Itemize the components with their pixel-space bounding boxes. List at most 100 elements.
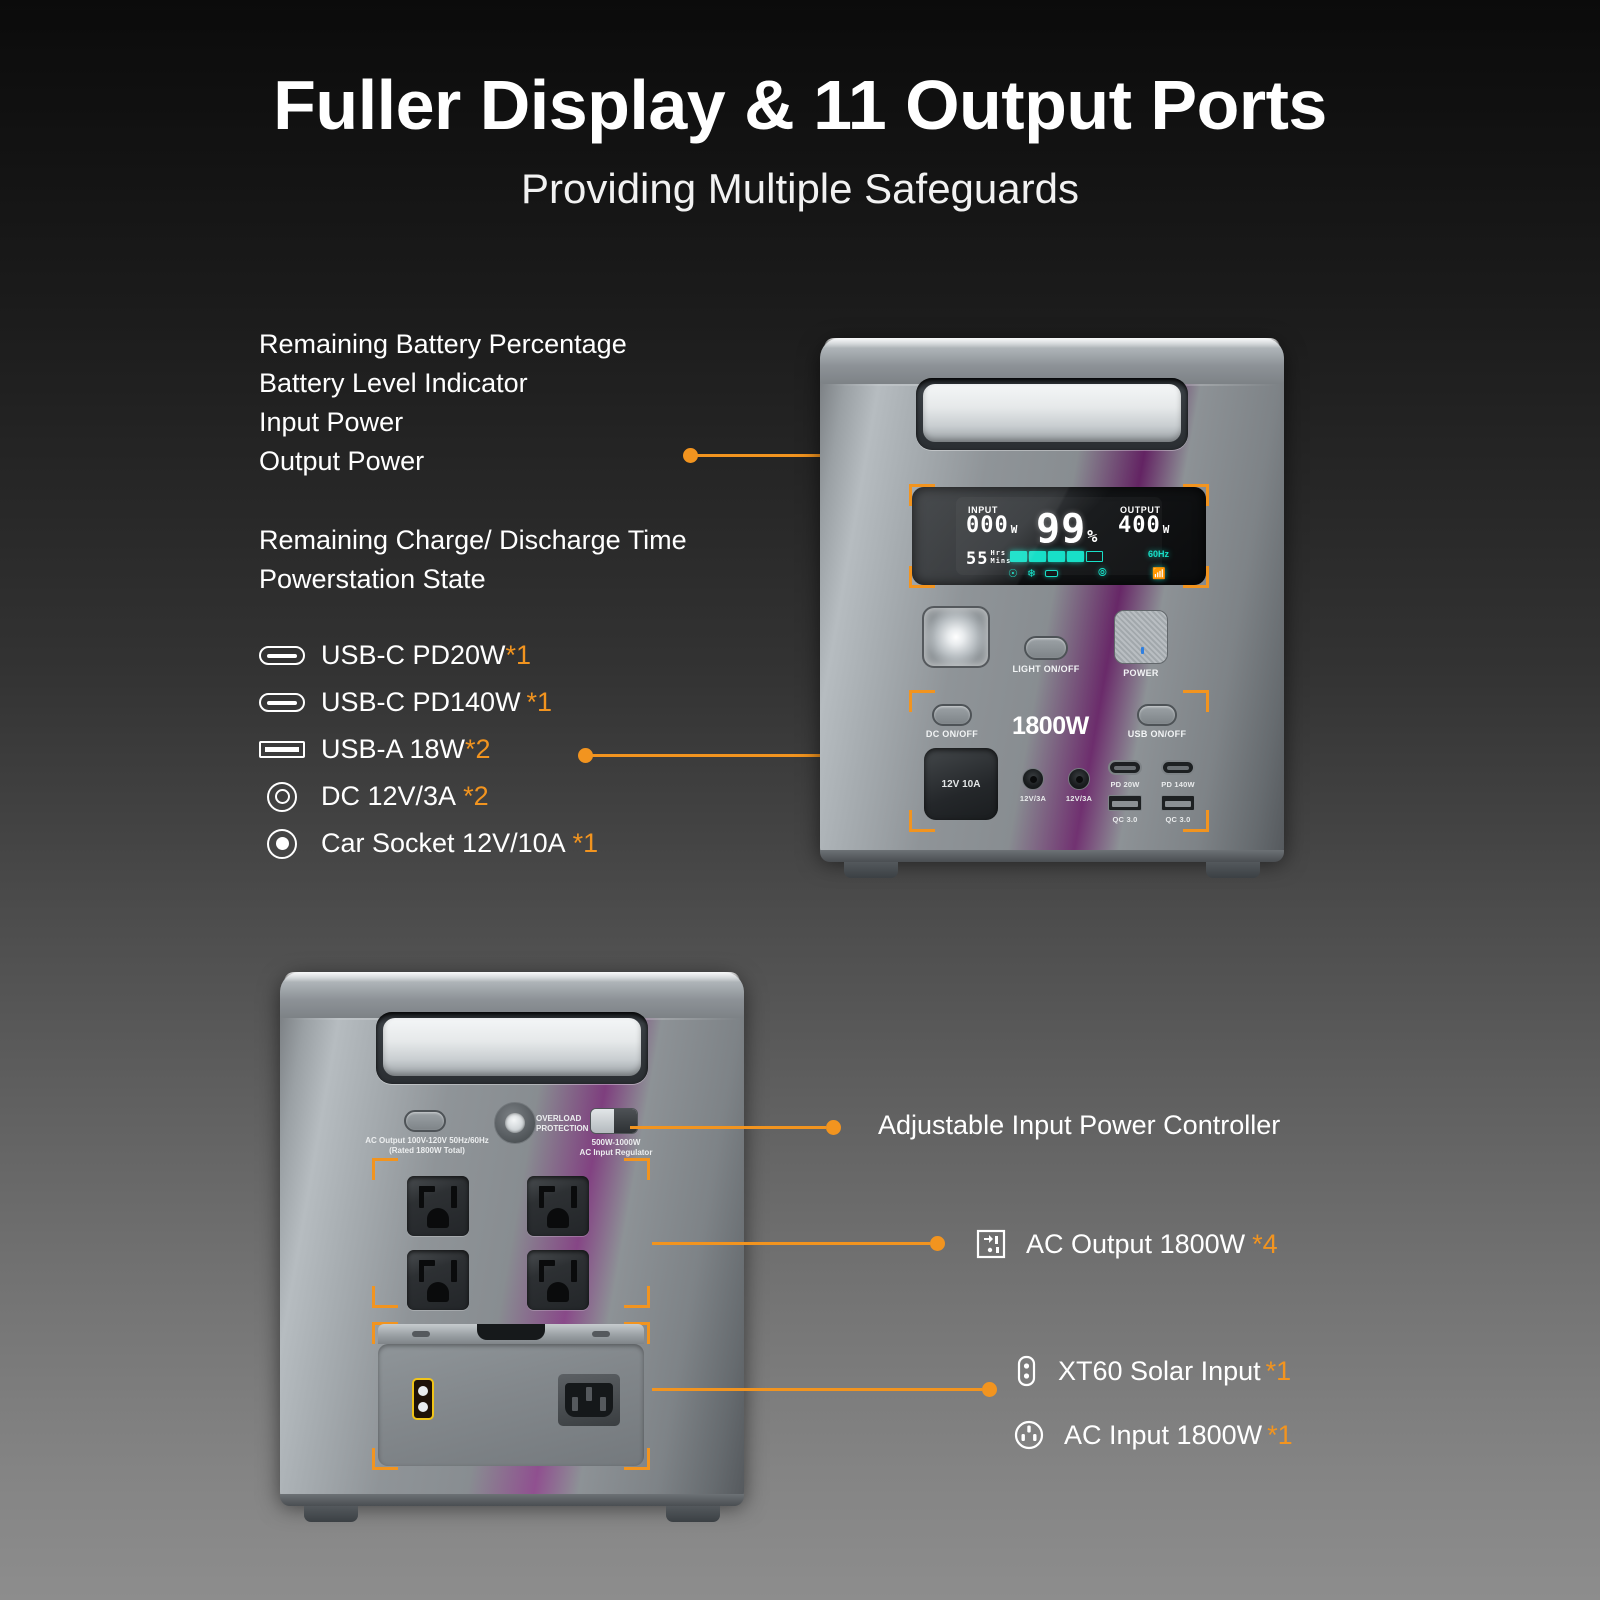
- callout-powerstation-state: Powerstation State: [259, 564, 486, 594]
- car-socket-icon: [259, 828, 321, 859]
- lcd-input-value-group: 000 W: [966, 515, 1018, 537]
- ac-outlet-2[interactable]: [527, 1176, 589, 1236]
- list-item: USB-C PD140W *1: [259, 679, 598, 726]
- bluetooth-icon: 📶: [1152, 567, 1166, 580]
- callout-adjustable-input-controller: Adjustable Input Power Controller: [878, 1110, 1280, 1141]
- dc-onoff-button[interactable]: [932, 704, 972, 726]
- ac-outlet-1[interactable]: [407, 1176, 469, 1236]
- usb-a-icon: [259, 741, 321, 758]
- fan-icon: ☉: [1008, 567, 1018, 580]
- port-label: USB-C PD140W: [321, 687, 521, 717]
- dc-jack-1-label: 12V/3A: [1019, 794, 1047, 803]
- port-label: DC 12V/3A: [321, 781, 457, 811]
- usba-qc30-port-1[interactable]: [1108, 795, 1142, 811]
- lcd-frequency: 60Hz: [1148, 549, 1169, 559]
- power-button[interactable]: [1114, 610, 1168, 664]
- carry-handle[interactable]: [383, 1018, 641, 1076]
- lcd-input-value: 000: [966, 515, 1009, 537]
- light-toggle-button[interactable]: [1024, 636, 1068, 660]
- port-quantity: *1: [505, 640, 532, 670]
- ac-input-regulator-toggle[interactable]: [590, 1108, 638, 1134]
- usba-qc30-port-2[interactable]: [1161, 795, 1195, 811]
- list-item: USB-A 18W *2: [259, 726, 598, 773]
- dc-jack-1[interactable]: [1022, 768, 1044, 790]
- callout-quantity: *1: [1265, 1355, 1292, 1386]
- overload-protection-button[interactable]: [494, 1102, 536, 1144]
- front-unit: INPUT 000 W 99 % OUTPUT 400 W 55 Hrs: [812, 316, 1292, 896]
- lcd-input-unit: W: [1011, 523, 1019, 536]
- display-callout-group-2: Remaining Charge/ Discharge Time Powerst…: [259, 521, 687, 599]
- ac-input-port[interactable]: [558, 1374, 620, 1426]
- callout-ac-output: AC Output 1800W *4: [972, 1225, 1278, 1263]
- leader-dot: [826, 1120, 841, 1135]
- usbc-pd20w-port[interactable]: [1108, 760, 1142, 775]
- callout-input-power: Input Power: [259, 407, 404, 437]
- list-item: USB-C PD20W *1: [259, 632, 598, 679]
- lcd-input-label: INPUT: [968, 505, 998, 515]
- ac-output-rating-line1: AC Output 100V-120V 50Hz/60Hz: [365, 1136, 489, 1145]
- callout-quantity: *1: [1267, 1419, 1293, 1450]
- display-callout-group-1: Remaining Battery Percentage Battery Lev…: [259, 325, 627, 481]
- power-led: [1141, 647, 1144, 654]
- xt60-input-port[interactable]: [412, 1378, 434, 1420]
- list-item: DC 12V/3A *2: [259, 773, 598, 820]
- callout-quantity: *4: [1252, 1228, 1278, 1259]
- car-socket-port[interactable]: 12V 10A: [924, 748, 998, 820]
- port-quantity: *2: [463, 781, 489, 811]
- usbc-pd20w-label: PD 20W: [1110, 780, 1140, 789]
- light-button-label: LIGHT ON/OFF: [1012, 664, 1080, 674]
- ac-outlet-4[interactable]: [527, 1250, 589, 1310]
- port-quantity: *1: [526, 687, 553, 717]
- led-light-panel: [922, 606, 990, 668]
- lcd-percent-value: 99: [1036, 509, 1086, 549]
- usb-onoff-button[interactable]: [1137, 704, 1177, 726]
- foot-right: [1206, 858, 1260, 878]
- dc-jack-2[interactable]: [1068, 768, 1090, 790]
- leader-dot: [930, 1236, 945, 1251]
- lcd-status-icons: ☉ ❄: [1008, 567, 1059, 580]
- lcd-display: INPUT 000 W 99 % OUTPUT 400 W 55 Hrs: [912, 487, 1206, 585]
- usb-onoff-label: USB ON/OFF: [1127, 729, 1187, 739]
- rear-unit: AC Output 100V-120V 50Hz/60Hz (Rated 180…: [272, 950, 752, 1550]
- lcd-percent-group: 99 %: [1036, 509, 1098, 549]
- callout-xt60-solar-input: XT60 Solar Input *1: [1010, 1352, 1291, 1390]
- usbc-pd140w-label: PD 140W: [1161, 780, 1195, 789]
- leader-dot: [982, 1382, 997, 1397]
- lcd-time-group: 55 Hrs Mins: [966, 549, 1011, 569]
- callout-charge-time: Remaining Charge/ Discharge Time: [259, 525, 687, 555]
- regulator-label-line2: AC Input Regulator: [579, 1148, 653, 1157]
- foot-left: [844, 858, 898, 878]
- callout-output-power: Output Power: [259, 446, 425, 476]
- dc-onoff-label: DC ON/OFF: [925, 729, 979, 739]
- ac-outlet-3[interactable]: [407, 1250, 469, 1310]
- list-item: Car Socket 12V/10A *1: [259, 820, 598, 867]
- lcd-output-value-group: 400 W: [1118, 515, 1170, 537]
- port-label: USB-C PD20W: [321, 640, 506, 670]
- xt60-icon: [1010, 1352, 1042, 1390]
- callout-battery-percentage: Remaining Battery Percentage: [259, 329, 627, 359]
- lcd-output-unit: W: [1163, 523, 1171, 536]
- port-quantity: *2: [465, 734, 491, 764]
- port-label: USB-A 18W: [321, 734, 466, 764]
- ac-output-rating-line2: (Rated 1800W Total): [389, 1146, 465, 1155]
- foot-left: [304, 1502, 358, 1522]
- car-socket-label: 12V 10A: [941, 778, 981, 790]
- lcd-time-value: 55: [966, 549, 988, 569]
- page-title: Fuller Display & 11 Output Ports: [273, 66, 1327, 144]
- battery-icon: [1045, 570, 1059, 577]
- usbc-pd140w-port[interactable]: [1161, 760, 1195, 775]
- lcd-percent-unit: %: [1087, 527, 1098, 547]
- port-quantity: *1: [572, 828, 599, 858]
- port-label: Car Socket 12V/10A: [321, 828, 566, 858]
- ac-output-button[interactable]: [404, 1110, 446, 1132]
- ac-outlet-icon: [972, 1225, 1010, 1263]
- carry-handle[interactable]: [923, 384, 1181, 442]
- foot-right: [666, 1502, 720, 1522]
- overload-label-line2: PROTECTION: [536, 1124, 589, 1133]
- lcd-battery-bar: [1010, 551, 1103, 562]
- timer-icon: ⦾: [1098, 567, 1107, 580]
- callout-label: AC Output 1800W: [1026, 1228, 1246, 1259]
- leader-dot: [683, 448, 698, 463]
- rated-power-label: 1800W: [1012, 712, 1089, 740]
